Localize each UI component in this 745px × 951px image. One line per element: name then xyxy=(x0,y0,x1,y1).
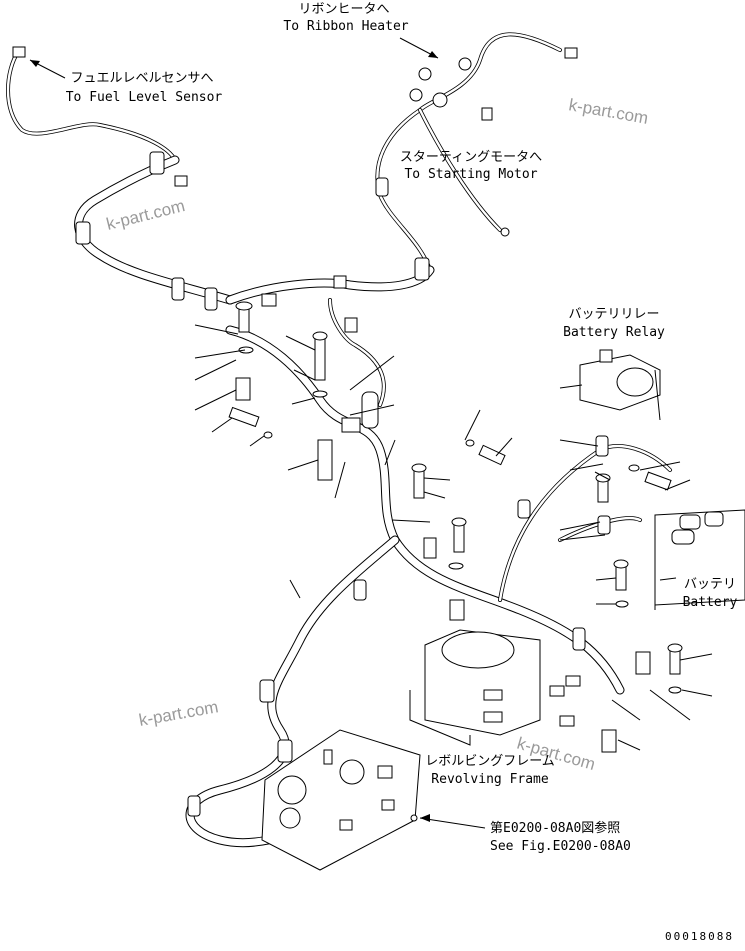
harness-clamps xyxy=(75,151,611,817)
revolving-frame xyxy=(409,629,581,746)
starting-motor-label-en: To Starting Motor xyxy=(404,167,537,182)
label-battery: バッテリ Battery xyxy=(683,577,738,610)
label-fuel-sensor: フュエルレベルセンサへ To Fuel Level Sensor xyxy=(66,71,223,105)
fuel-sensor-label-en: To Fuel Level Sensor xyxy=(66,90,223,105)
battery-relay-label-jp: バッテリリレー xyxy=(568,307,659,322)
battery-label-en: Battery xyxy=(683,595,738,610)
watermark: k-part.com xyxy=(104,196,187,234)
see-figure-label-en: See Fig.E0200-08A0 xyxy=(490,839,631,854)
label-see-figure: 第E0200-08A0図参照 See Fig.E0200-08A0 xyxy=(490,820,631,854)
ribbon-heater-label-jp: リボンヒータへ xyxy=(298,2,389,17)
battery-relay-label-en: Battery Relay xyxy=(563,325,665,340)
control-box xyxy=(261,729,421,871)
label-arrows xyxy=(29,37,439,822)
watermark: k-part.com xyxy=(137,697,219,730)
label-ribbon-heater: リボンヒータへ To Ribbon Heater xyxy=(283,2,408,34)
figure-number: 00018088 xyxy=(665,930,734,943)
starting-motor-label-jp: スターティングモータへ xyxy=(400,150,542,165)
label-starting-motor: スターティングモータへ To Starting Motor xyxy=(400,150,542,182)
ribbon-heater-label-en: To Ribbon Heater xyxy=(283,19,408,34)
fastener-parts xyxy=(228,301,683,753)
label-battery-relay: バッテリリレー Battery Relay xyxy=(563,307,665,340)
watermark: k-part.com xyxy=(567,95,649,128)
ribbon-heater-harness xyxy=(375,32,562,272)
revolving-frame-label-en: Revolving Frame xyxy=(431,772,549,787)
label-revolving-frame: レボルビングフレーム Revolving Frame xyxy=(425,754,555,787)
connectors xyxy=(12,46,578,333)
leader-lines xyxy=(194,324,713,829)
fuel-sensor-label-jp: フュエルレベルセンサへ xyxy=(70,71,213,86)
battery-label-jp: バッテリ xyxy=(684,577,736,592)
revolving-frame-label-jp: レボルビングフレーム xyxy=(425,754,555,769)
battery xyxy=(654,509,745,610)
battery-relay xyxy=(579,349,661,421)
see-figure-label-jp: 第E0200-08A0図参照 xyxy=(490,820,620,836)
